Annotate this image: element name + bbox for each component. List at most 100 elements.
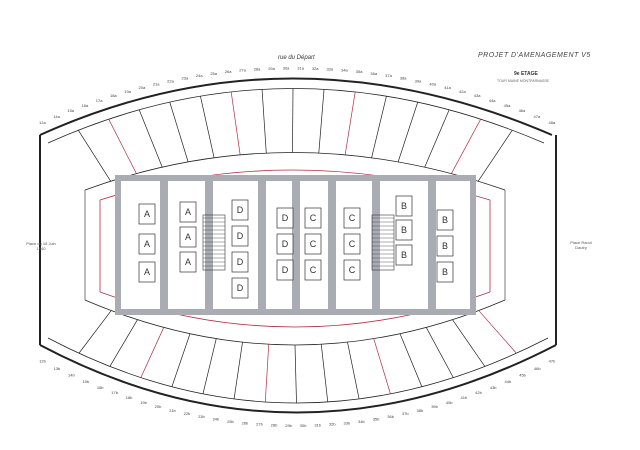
room-partition-bottom bbox=[478, 310, 517, 354]
facade-number-top: 20a bbox=[139, 85, 146, 90]
facade-number-top: 21a bbox=[153, 82, 160, 87]
elevator-car bbox=[276, 207, 294, 229]
elevator-letter: C bbox=[349, 265, 356, 275]
elevator-letter: B bbox=[442, 241, 448, 251]
room-partition-top bbox=[261, 89, 267, 154]
facade-number-bottom: 18b bbox=[126, 395, 133, 400]
room-partition-top bbox=[138, 109, 163, 168]
room-partition-bottom bbox=[264, 344, 270, 403]
facade-number-bottom: 23b bbox=[198, 414, 205, 419]
elevator-letter: A bbox=[144, 239, 150, 249]
room-partition-bottom bbox=[109, 319, 138, 367]
room-partition-top bbox=[424, 109, 450, 168]
elevator-car bbox=[276, 233, 294, 255]
elevator-letter: B bbox=[442, 267, 448, 277]
room-partition-top bbox=[169, 102, 189, 162]
facade-number-bottom: 38b bbox=[417, 408, 424, 413]
elevator-car bbox=[436, 235, 454, 257]
elevator-car bbox=[179, 251, 197, 273]
room-partition-top bbox=[108, 118, 137, 174]
facade-number-bottom: 27b bbox=[256, 422, 263, 427]
facade-number-bottom: 15b bbox=[82, 379, 89, 384]
facade-number-top: 48a bbox=[549, 120, 556, 125]
facade-number-bottom: 25b bbox=[227, 419, 234, 424]
facade-number-bottom: 14b bbox=[68, 373, 75, 378]
room-partition-top bbox=[200, 96, 215, 158]
facade-number-top: 41a bbox=[444, 85, 451, 90]
facade-number-top: 45a bbox=[504, 103, 511, 108]
core-wall bbox=[258, 178, 266, 312]
project-title: PROJET D'AMENAGEMENT V5 bbox=[478, 52, 591, 59]
facade-number-bottom: 40b bbox=[446, 400, 453, 405]
corridor-wall-top bbox=[84, 152, 506, 191]
elevator-letter: C bbox=[310, 239, 317, 249]
place-label-left: Place du 18 Juin 1940 bbox=[26, 241, 56, 251]
facade-number-top: 39a bbox=[415, 78, 422, 83]
room-partition-bottom bbox=[425, 327, 454, 378]
room-partition-top bbox=[78, 130, 111, 182]
room-partition-top bbox=[318, 89, 325, 154]
facade-number-top: 34a bbox=[341, 68, 348, 73]
elevator-letter: C bbox=[349, 213, 356, 223]
facade-number-bottom: 34b bbox=[358, 419, 365, 424]
elevator-letter: B bbox=[401, 250, 407, 260]
elevator-car bbox=[179, 201, 197, 223]
elevator-car bbox=[138, 233, 156, 255]
facade-number-top: 47a bbox=[534, 114, 541, 119]
core-wall bbox=[205, 178, 213, 312]
elevator-letter: A bbox=[185, 232, 191, 242]
facade-number-bottom: 37b bbox=[402, 411, 409, 416]
street-label-top: rue du Départ bbox=[278, 55, 315, 61]
room-partition-bottom bbox=[452, 319, 486, 367]
elevator-letter: D bbox=[282, 239, 289, 249]
facade-number-top: 30a bbox=[283, 66, 290, 71]
place-label-right: Place Raoul Dautry bbox=[570, 240, 592, 250]
elevator-letter: C bbox=[349, 239, 356, 249]
facade-number-bottom: 12b bbox=[39, 359, 46, 364]
elevator-car bbox=[138, 203, 156, 225]
facade-number-bottom: 39b bbox=[431, 404, 438, 409]
room-partition-bottom bbox=[233, 342, 243, 399]
elevator-car bbox=[231, 199, 249, 221]
core-wall bbox=[292, 178, 300, 312]
facade-number-top: 37a bbox=[385, 73, 392, 78]
room-partition-bottom bbox=[78, 310, 112, 354]
room-partition-top bbox=[292, 88, 294, 153]
facade-number-bottom: 17b bbox=[111, 390, 118, 395]
elevator-letter: C bbox=[310, 213, 317, 223]
facade-number-bottom: 35b bbox=[373, 417, 380, 422]
building-label: TOUR MAINE MONTPARNASSE bbox=[497, 79, 549, 83]
room-partition-top bbox=[371, 96, 387, 158]
facade-number-bottom: 29b bbox=[285, 423, 292, 428]
elevator-letter: B bbox=[442, 215, 448, 225]
elevator-letter: D bbox=[237, 257, 244, 267]
elevator-car bbox=[179, 226, 197, 248]
facade-number-top: 12a bbox=[39, 120, 46, 125]
facade-number-bottom: 46b bbox=[534, 366, 541, 371]
elevator-car bbox=[276, 259, 294, 281]
facade-number-top: 32a bbox=[312, 66, 319, 71]
facade-top-inner bbox=[47, 88, 545, 144]
facade-top bbox=[39, 77, 553, 136]
facade-bottom bbox=[39, 344, 557, 414]
facade-number-top: 19a bbox=[124, 89, 131, 94]
core-wall bbox=[160, 178, 168, 312]
facade-number-top: 31a bbox=[297, 66, 304, 71]
elevator-letter: B bbox=[401, 201, 407, 211]
facade-number-bottom: 36b bbox=[387, 414, 394, 419]
facade-bottom-inner bbox=[47, 337, 549, 404]
room-partition-top bbox=[451, 118, 481, 174]
facade-number-top: 22a bbox=[167, 78, 174, 83]
facade-number-top: 23a bbox=[182, 75, 189, 80]
elevator-letter: A bbox=[185, 207, 191, 217]
facade-number-top: 16a bbox=[82, 103, 89, 108]
facade-number-bottom: 28b bbox=[271, 423, 278, 428]
facade-number-top: 26a bbox=[225, 69, 232, 74]
facade-number-top: 36a bbox=[370, 71, 377, 76]
facade-number-bottom: 32b bbox=[329, 422, 336, 427]
elevator-letter: A bbox=[144, 209, 150, 219]
facade-number-bottom: 44b bbox=[505, 379, 512, 384]
room-partition-bottom bbox=[294, 344, 297, 404]
facade-number-bottom: 33b bbox=[344, 420, 351, 425]
